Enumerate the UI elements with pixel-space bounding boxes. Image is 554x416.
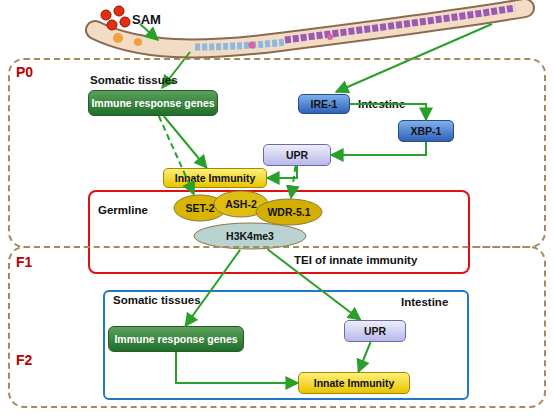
node-text: WDR-5.1 xyxy=(267,207,310,218)
gene-box: Immune response genes xyxy=(108,326,244,352)
embryo xyxy=(327,34,333,40)
sam-molecule xyxy=(120,17,130,27)
connector-arrow xyxy=(350,104,426,120)
protein-box: IRE-1 xyxy=(298,94,350,114)
connector-arrow xyxy=(159,116,194,194)
node-text: F1 xyxy=(16,254,32,270)
worm-intestine xyxy=(195,42,285,47)
sam-molecule xyxy=(107,20,117,30)
node-text: UPR xyxy=(364,326,386,337)
pathway-box: UPR xyxy=(344,320,406,342)
node-text: Immune response genes xyxy=(91,98,214,109)
node-text: Innate Immunity xyxy=(175,173,256,184)
protein-box: XBP-1 xyxy=(398,120,454,142)
connector-arrow xyxy=(331,142,426,155)
worm-body xyxy=(95,8,525,48)
vulva xyxy=(249,42,256,49)
germline-box: GermlineTEI of innate immunity SET-2 ASH-2… xyxy=(88,190,470,274)
pharynx xyxy=(113,33,123,43)
node-text: UPR xyxy=(286,150,308,161)
connector-arrow xyxy=(176,352,298,383)
node-text: Somatic tissues xyxy=(113,294,201,306)
outcome-box: Innate Immunity xyxy=(163,168,267,188)
node-text: Germline xyxy=(98,204,148,216)
worm-gonad xyxy=(285,8,515,40)
sam-molecule xyxy=(101,10,111,20)
generation-frame: F1F2 Somatic tissues IntestineImmune respo… xyxy=(8,246,546,408)
sam-molecule xyxy=(114,6,124,16)
complex-ellipse: WDR-5.1 xyxy=(255,198,323,226)
node-text: SET-2 xyxy=(185,203,214,214)
connector-arrow xyxy=(267,166,297,178)
node-text: P0 xyxy=(16,64,33,80)
pathway-box: UPR xyxy=(263,144,331,166)
node-text: XBP-1 xyxy=(411,126,442,137)
node-text: Innate Immunity xyxy=(314,378,395,389)
node-text: Somatic tissues xyxy=(90,74,178,86)
gene-box: Immune response genes xyxy=(88,90,218,116)
connector-arrow xyxy=(164,116,207,168)
molecule-label: SAM xyxy=(132,12,161,27)
node-text: F2 xyxy=(16,352,32,368)
connector-arrow xyxy=(268,249,361,320)
node-text: H3K4me3 xyxy=(226,231,274,242)
connector-arrow xyxy=(291,166,296,198)
generation-box: Somatic tissues IntestineImmune response … xyxy=(103,290,469,400)
outcome-box: Innate Immunity xyxy=(298,372,410,394)
node-text: TEI of innate immunity xyxy=(294,254,417,266)
node-text: ASH-2 xyxy=(225,199,257,210)
ellipse-outline xyxy=(256,199,322,225)
node-text: IRE-1 xyxy=(311,99,338,110)
node-text: Immune response genes xyxy=(114,334,237,345)
connector-arrow xyxy=(358,342,370,372)
worm-outline xyxy=(95,8,525,48)
pharynx xyxy=(134,38,142,46)
connector-arrow xyxy=(185,250,240,326)
node-text: Intestine xyxy=(358,98,405,110)
node-text: Intestine xyxy=(401,296,448,308)
